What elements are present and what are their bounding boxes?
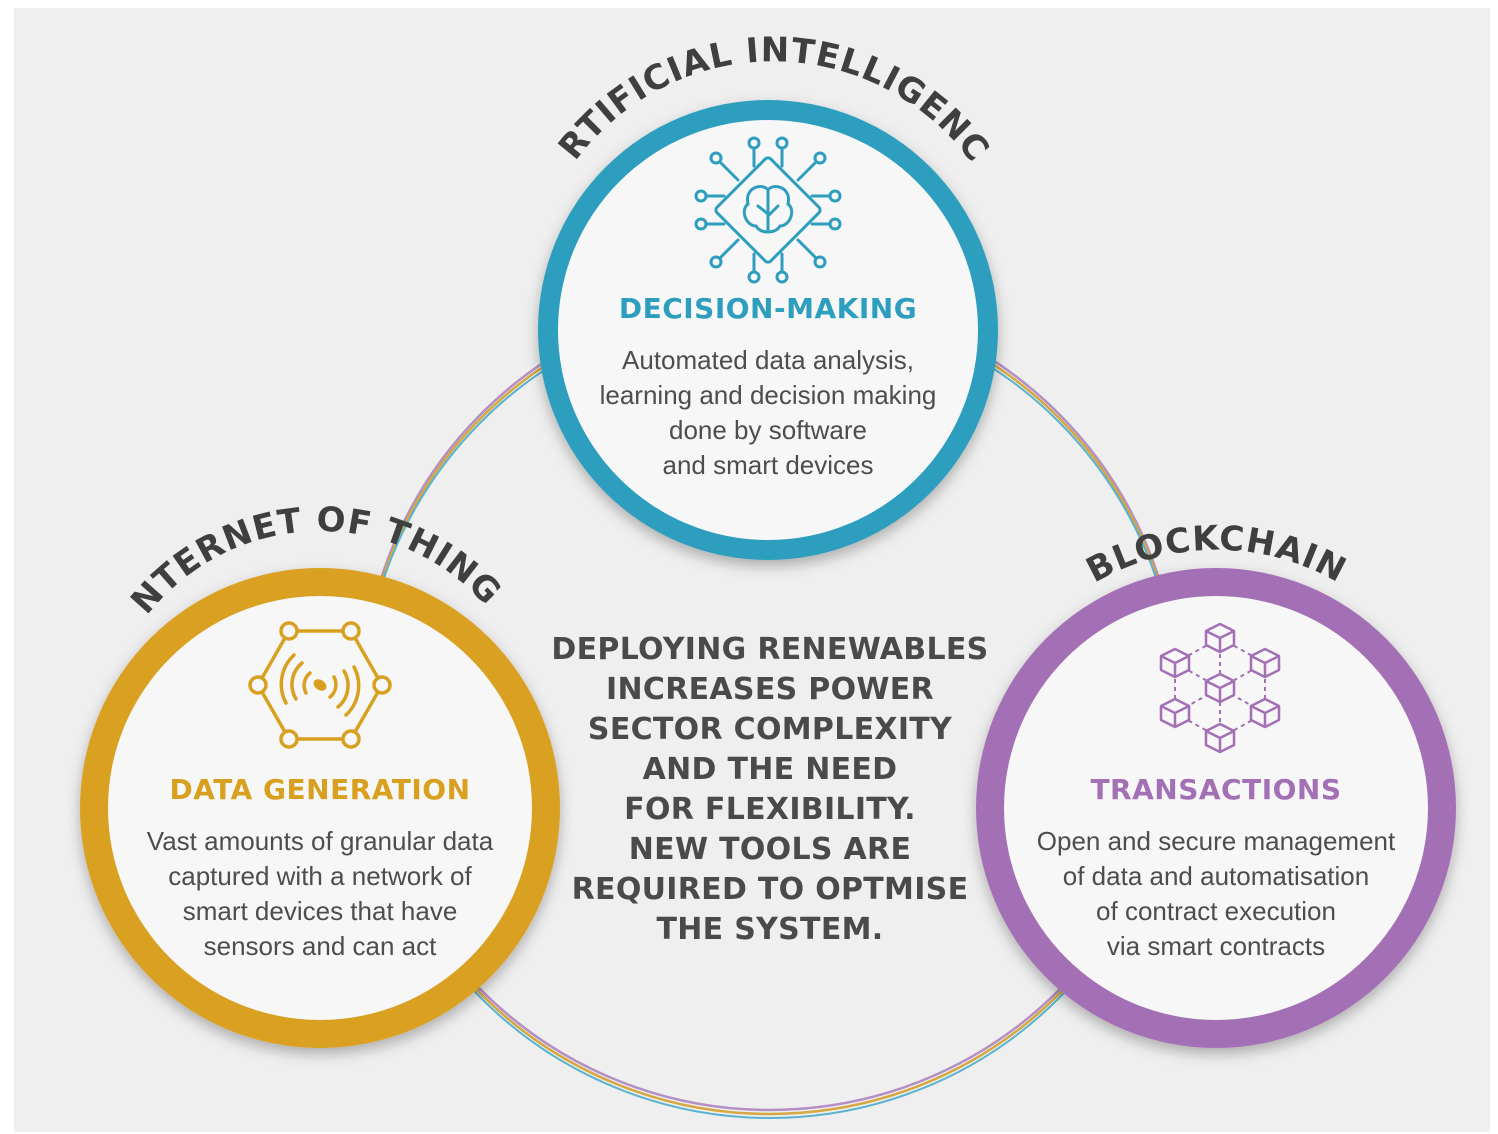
blockchain-description: Open and secure management of data and a…: [1036, 826, 1396, 961]
cube-network-icon: [1159, 622, 1281, 754]
iot-label: INTERNET OF THINGS: [0, 0, 509, 622]
sensor-hexagon-icon: [248, 621, 392, 749]
iot-description: Vast amounts of granular data captured w…: [146, 826, 494, 961]
brain-chip-icon: [694, 136, 842, 284]
ai-description: Automated data analysis, learning and de…: [599, 345, 937, 480]
iot-heading: DATA GENERATION: [169, 773, 471, 806]
blockchain-circle: [976, 568, 1456, 1048]
center-message: DEPLOYING RENEWABLES INCREASES POWER SEC…: [551, 632, 989, 947]
blockchain-heading: TRANSACTIONS: [1090, 773, 1342, 806]
ai-heading: DECISION-MAKING: [618, 292, 918, 325]
blockchain-content: TRANSACTIONS Open and secure management …: [1006, 773, 1426, 964]
iot-circle: [80, 568, 560, 1048]
ai-circle: [538, 100, 998, 560]
ai-content: DECISION-MAKING Automated data analysis,…: [568, 292, 968, 483]
iot-content: DATA GENERATION Vast amounts of granular…: [110, 773, 530, 964]
